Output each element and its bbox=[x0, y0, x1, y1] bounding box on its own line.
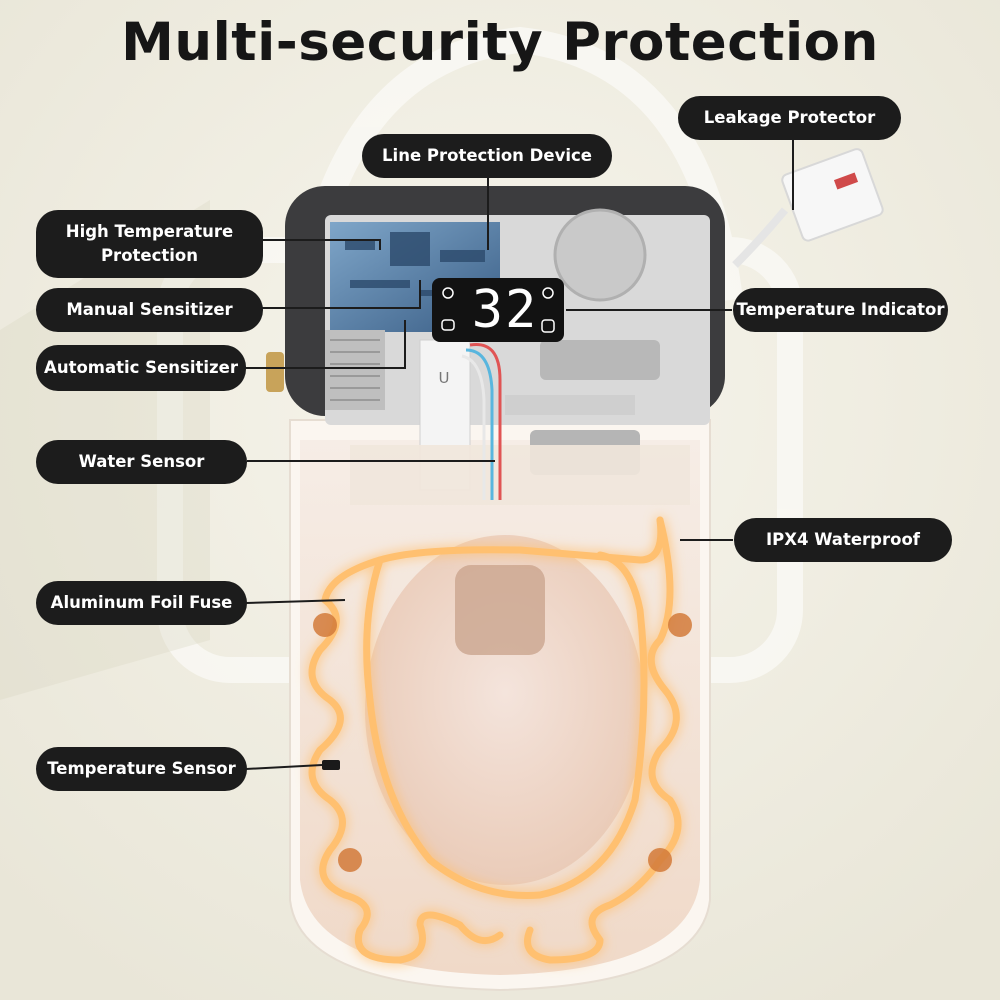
label-temperature-sensor: Temperature Sensor bbox=[36, 747, 247, 791]
label-water-sensor: Water Sensor bbox=[36, 440, 247, 484]
temperature-display: 32 bbox=[471, 280, 539, 340]
label-temperature-indicator: Temperature Indicator bbox=[733, 288, 948, 332]
label-line-protection-device: Line Protection Device bbox=[362, 134, 612, 178]
label-ipx4-waterproof: IPX4 Waterproof bbox=[734, 518, 952, 562]
u-mark: U bbox=[438, 369, 450, 387]
label-automatic-sensitizer: Automatic Sensitizer bbox=[36, 345, 246, 391]
page-title: Multi-security Protection bbox=[121, 12, 879, 73]
label-aluminum-foil-fuse: Aluminum Foil Fuse bbox=[36, 581, 247, 625]
label-high-temperature-protection: High Temperature Protection bbox=[36, 210, 263, 278]
label-leakage-protector: Leakage Protector bbox=[678, 96, 901, 140]
label-manual-sensitizer: Manual Sensitizer bbox=[36, 288, 263, 332]
